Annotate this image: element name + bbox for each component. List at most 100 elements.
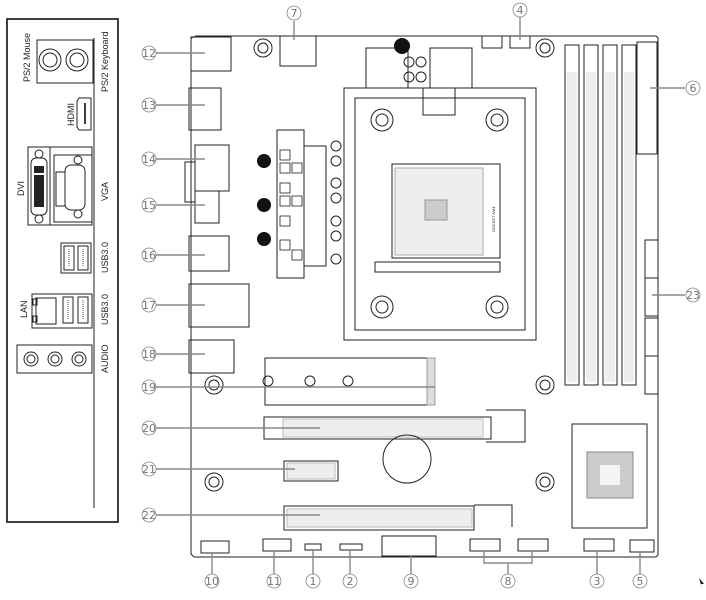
label-hdmi: HDMI	[66, 103, 76, 126]
label-ps2-keyboard: PS/2 Keyboard	[100, 31, 110, 92]
callout-17: 17	[141, 297, 157, 313]
ps2-keyboard-port-icon	[65, 48, 89, 72]
label-usb30-b: USB3.0	[100, 294, 110, 325]
usb30-connector	[188, 235, 230, 272]
svg-text:6: 6	[690, 82, 697, 95]
svg-text:15: 15	[142, 199, 156, 212]
svg-text:13: 13	[142, 99, 156, 112]
svg-text:11: 11	[267, 575, 281, 588]
audio-connector	[188, 339, 235, 374]
callout-3: 3	[589, 573, 605, 589]
ps2-ports	[36, 39, 94, 84]
label-usb30-a: USB3.0	[100, 242, 110, 273]
svg-text:4: 4	[517, 4, 524, 17]
sata-connectors	[644, 239, 659, 395]
dimm-slots	[564, 44, 637, 386]
pcie-x1-slot	[283, 460, 339, 482]
pcie-x16-slot-2	[283, 504, 513, 531]
callout-13: 13	[141, 97, 157, 113]
ps2-connector	[190, 36, 232, 72]
label-ps2-mouse: PS/2 Mouse	[22, 33, 32, 82]
header-8a	[469, 538, 501, 552]
socket-label: SOCKET AM4	[491, 206, 496, 232]
svg-text:17: 17	[142, 299, 156, 312]
callout-4: 4	[512, 2, 528, 18]
callout-8: 8	[500, 573, 516, 589]
callout-6: 6	[685, 80, 701, 96]
header-9	[381, 535, 437, 557]
callout-1: 1	[305, 573, 321, 589]
dimm-slot-1	[564, 44, 580, 386]
callout-7: 7	[286, 5, 302, 21]
header-4a	[481, 35, 503, 49]
svg-text:3: 3	[594, 575, 601, 588]
svg-text:20: 20	[142, 422, 156, 435]
vrm-area	[257, 129, 342, 279]
header-3	[583, 538, 615, 552]
callout-20: 20	[141, 420, 157, 436]
svg-text:8: 8	[505, 575, 512, 588]
mounting-holes	[204, 38, 555, 492]
atx-24pin-connector	[636, 41, 658, 155]
top-vrm	[365, 38, 473, 89]
header-1	[304, 543, 322, 551]
usb30-ports-a	[60, 242, 92, 274]
callout-22: 22	[141, 507, 157, 523]
header-10	[200, 540, 230, 554]
svg-text:23: 23	[686, 289, 700, 302]
header-5	[629, 539, 655, 553]
callout-18: 18	[141, 346, 157, 362]
callout-2: 2	[342, 573, 358, 589]
svg-text:22: 22	[142, 509, 156, 522]
callouts: 12 13 14 15 16 17 18 19 20 21 22 6 23 7 …	[141, 2, 701, 589]
hdmi-connector	[188, 87, 222, 131]
header-7	[279, 35, 317, 67]
cursor-icon	[699, 578, 704, 588]
label-lan: LAN	[19, 300, 29, 318]
svg-text:9: 9	[408, 575, 415, 588]
chipset	[571, 423, 648, 529]
svg-text:18: 18	[142, 348, 156, 361]
callout-11: 11	[266, 573, 282, 589]
label-vga: VGA	[100, 182, 110, 201]
svg-text:12: 12	[142, 47, 156, 60]
svg-text:14: 14	[142, 153, 156, 166]
dvi-connector	[194, 144, 230, 192]
svg-text:21: 21	[142, 463, 156, 476]
cpu-socket-am4: SOCKET AM4	[343, 87, 537, 341]
header-11	[262, 538, 292, 552]
callout-21: 21	[141, 461, 157, 477]
callout-16: 16	[141, 247, 157, 263]
callout-12: 12	[141, 45, 157, 61]
io-panel-frame	[6, 18, 119, 523]
hdmi-port-icon	[76, 97, 92, 131]
ps2-mouse-port-icon	[38, 48, 62, 72]
vga-connector	[194, 190, 220, 224]
callout-10: 10	[204, 573, 220, 589]
svg-text:19: 19	[142, 381, 156, 394]
callout-14: 14	[141, 151, 157, 167]
svg-text:10: 10	[205, 575, 219, 588]
callout-9: 9	[403, 573, 419, 589]
board-outline	[190, 35, 659, 558]
svg-text:7: 7	[291, 7, 298, 20]
lan-port-icon	[35, 297, 57, 325]
dimm-slot-3	[602, 44, 618, 386]
lan-usb30-ports	[31, 293, 93, 329]
pcie-x16-slot-1	[263, 409, 526, 443]
callout-23: 23	[685, 287, 701, 303]
callout-5: 5	[632, 573, 648, 589]
header-8b	[517, 538, 549, 552]
svg-text:2: 2	[347, 575, 354, 588]
cmos-battery	[382, 434, 432, 484]
label-dvi: DVI	[16, 181, 26, 196]
svg-text:1: 1	[310, 575, 317, 588]
m2-slot	[262, 357, 436, 406]
header-2	[339, 543, 363, 551]
vga-port-icon	[64, 164, 86, 211]
callout-15: 15	[141, 197, 157, 213]
audio-jacks	[16, 344, 93, 374]
bottom-headers	[200, 535, 655, 557]
svg-text:5: 5	[637, 575, 644, 588]
